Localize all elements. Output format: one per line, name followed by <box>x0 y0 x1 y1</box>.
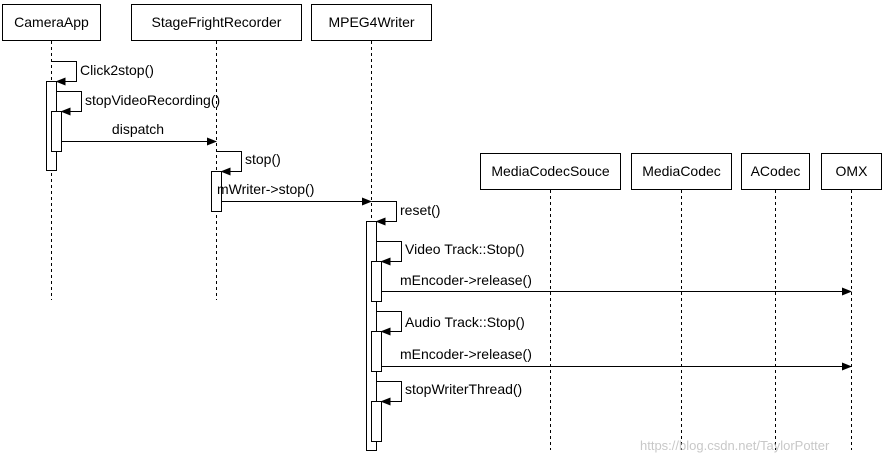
participant-label: ACodec <box>751 163 801 179</box>
message-reset-arrow <box>371 201 397 226</box>
participant-label: StageFrightRecorder <box>152 14 282 30</box>
messages <box>51 61 852 406</box>
participant-omx: OMX <box>821 153 882 190</box>
participant-label: OMX <box>836 163 869 179</box>
activation-mp4w-writer <box>371 401 382 442</box>
participant-sfr: StageFrightRecorder <box>131 4 302 41</box>
message-audio-track-stop-arrow <box>376 311 402 336</box>
participant-mp4w: MPEG4Writer <box>311 4 432 41</box>
participant-mc: MediaCodec <box>631 153 732 190</box>
message-label-mencoder-release-2: mEncoder->release() <box>400 346 532 362</box>
activation-mp4w-video <box>371 261 382 302</box>
message-label-dispatch: dispatch <box>112 121 164 137</box>
message-label-stop-writer-thread: stopWriterThread() <box>405 381 522 397</box>
message-stop-video-recording-arrow <box>56 91 82 116</box>
message-label-mwriter-stop: mWriter->stop() <box>217 181 314 197</box>
activation-sfr <box>211 171 222 212</box>
participant-label: MediaCodec <box>642 163 721 179</box>
message-label-mencoder-release-1: mEncoder->release() <box>400 272 532 288</box>
activations <box>46 81 382 451</box>
participant-acodec: ACodec <box>741 153 810 190</box>
message-labels: Click2stop() stopVideoRecording() dispat… <box>80 62 532 397</box>
participant-camera: CameraApp <box>2 4 101 41</box>
message-stop-writer-thread-arrow <box>376 381 402 406</box>
activation-camera-2 <box>51 111 62 152</box>
message-label-video-track-stop: Video Track::Stop() <box>405 241 525 257</box>
participant-mcs: MediaCodecSouce <box>480 153 621 190</box>
participant-label: MediaCodecSouce <box>491 163 610 179</box>
participant-label: MPEG4Writer <box>328 14 414 30</box>
message-stop-arrow <box>216 151 242 176</box>
message-label-click2stop: Click2stop() <box>80 62 154 78</box>
message-label-stop: stop() <box>245 151 281 167</box>
message-label-audio-track-stop: Audio Track::Stop() <box>405 314 525 330</box>
watermark: https://blog.csdn.net/TaylorPotter <box>640 438 830 453</box>
message-label-reset: reset() <box>400 202 440 218</box>
message-click2stop-arrow <box>51 61 77 86</box>
activation-mp4w-audio <box>371 331 382 372</box>
message-video-track-stop-arrow <box>376 241 402 266</box>
message-label-stop-video-recording: stopVideoRecording() <box>85 92 220 108</box>
participant-label: CameraApp <box>14 14 89 30</box>
